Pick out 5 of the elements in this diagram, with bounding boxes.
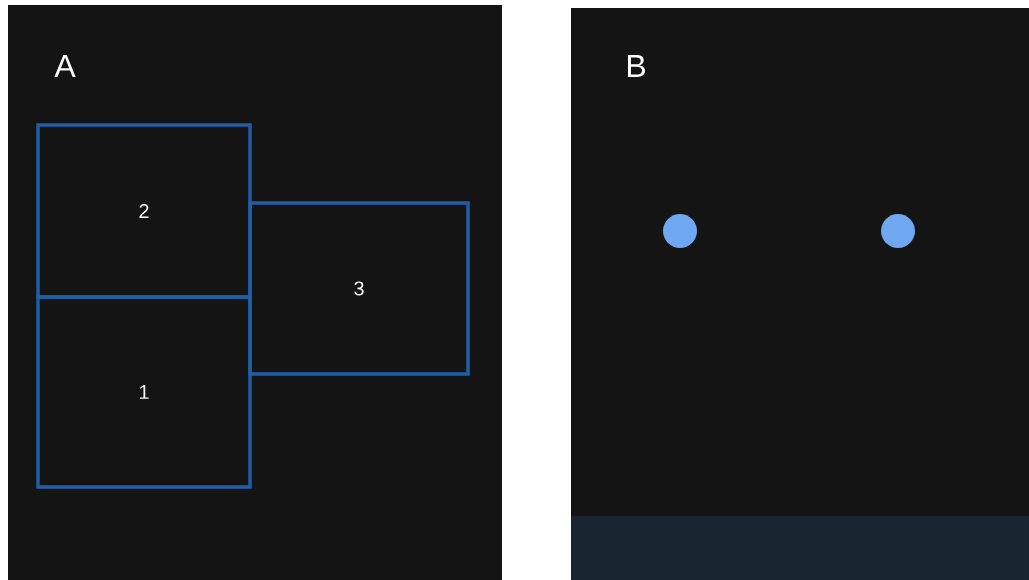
region-box: 1	[36, 295, 252, 489]
panel-label: B	[627, 54, 645, 77]
region-box: 3	[248, 201, 470, 376]
region-box: 2	[36, 123, 252, 299]
panel-label: A	[54, 54, 76, 77]
